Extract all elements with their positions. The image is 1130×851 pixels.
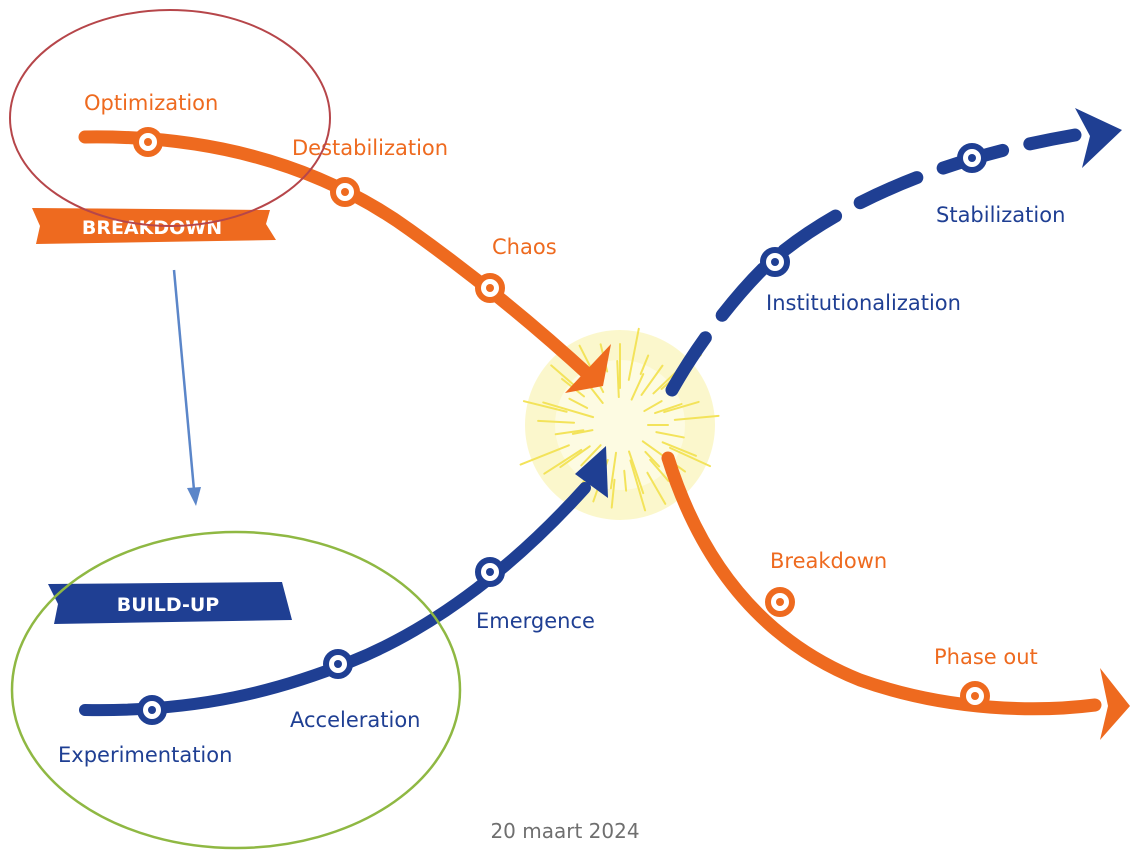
- node-institutionalization: [760, 247, 790, 277]
- buildup-banner-label: BUILD-UP: [117, 594, 220, 616]
- node-stabilization: [957, 143, 987, 173]
- burst-ray: [661, 441, 697, 457]
- burst-ray: [655, 431, 685, 439]
- burst-ray: [522, 400, 568, 413]
- burst-ray: [609, 451, 618, 490]
- node-emergence: [475, 557, 505, 587]
- burst-ray: [580, 444, 602, 467]
- burst-ray: [627, 327, 640, 381]
- node-breakdown: [765, 587, 795, 617]
- buildup-arrowhead: [575, 446, 608, 498]
- buildup-banner: BUILD-UP: [48, 582, 292, 624]
- burst-ray: [571, 429, 594, 435]
- burst-ray: [654, 403, 683, 415]
- label-phase-out: Phase out: [934, 645, 1038, 669]
- burst-ray: [554, 429, 585, 436]
- label-acceleration: Acceleration: [290, 708, 421, 732]
- label-destabilization: Destabilization: [292, 136, 448, 160]
- label-optimization: Optimization: [84, 91, 218, 115]
- stabilization-arrowhead: [1075, 108, 1122, 168]
- breakdown-curve: [78, 130, 599, 385]
- burst-ray: [616, 360, 620, 399]
- phase-out-arrowhead: [1100, 668, 1130, 740]
- node-chaos: [475, 273, 505, 303]
- burst-ray: [643, 400, 663, 413]
- burst-ray: [630, 373, 645, 401]
- annotation-down-arrow: [172, 269, 201, 506]
- footer-date: 20 maart 2024: [490, 819, 639, 843]
- burst-ray: [537, 419, 576, 424]
- label-chaos: Chaos: [492, 235, 557, 259]
- label-breakdown: Breakdown: [770, 549, 887, 573]
- label-experimentation: Experimentation: [58, 743, 232, 767]
- transition-burst: [519, 327, 720, 520]
- stabilization-curve: [665, 128, 1082, 397]
- burst-ray: [568, 397, 589, 409]
- burst-ray: [628, 450, 645, 495]
- burst-ray: [559, 445, 591, 469]
- label-stabilization: Stabilization: [936, 203, 1065, 227]
- burst-ray: [629, 459, 647, 512]
- burst-ray: [640, 364, 664, 396]
- breakdown-arrowhead: [565, 344, 611, 393]
- burst-ray: [639, 354, 650, 376]
- node-destabilization: [330, 177, 360, 207]
- burst-ray: [519, 444, 570, 466]
- burst-ray: [663, 400, 700, 414]
- burst-ray: [649, 458, 670, 482]
- annotation-red-ellipse: [9, 9, 331, 227]
- phase-out-curve: [661, 451, 1102, 716]
- annotation-green-ellipse: [10, 530, 462, 850]
- label-emergence: Emergence: [476, 609, 595, 633]
- burst-ray: [610, 478, 616, 509]
- burst-ray: [669, 446, 712, 468]
- burst-ray: [644, 450, 661, 468]
- burst-ray: [543, 448, 583, 475]
- burst-ray: [673, 414, 720, 421]
- burst-ray: [623, 469, 628, 492]
- node-optimization: [133, 127, 163, 157]
- node-acceleration: [323, 649, 353, 679]
- label-institutionalization: Institutionalization: [766, 291, 961, 315]
- node-phase-out: [960, 681, 990, 711]
- burst-ray: [542, 401, 595, 419]
- node-experimentation: [137, 695, 167, 725]
- burst-ray: [646, 471, 667, 505]
- breakdown-banner-label: BREAKDOWN: [82, 217, 222, 239]
